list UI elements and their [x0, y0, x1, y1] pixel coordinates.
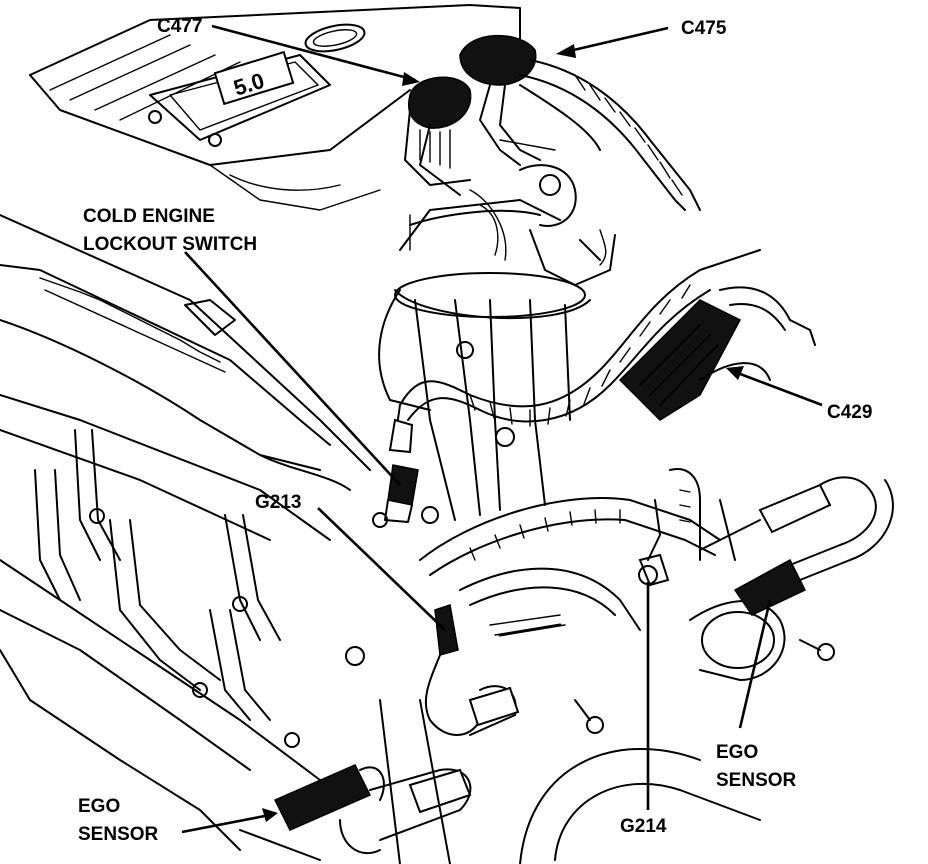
leader-c475 — [564, 26, 669, 54]
cold-engine-lockout-switch — [372, 464, 439, 528]
pipe-bolt — [586, 716, 604, 734]
manifold-bolt — [232, 596, 248, 612]
intake-plenum: 5.0 — [29, 4, 521, 211]
arrowhead-c477 — [402, 72, 420, 86]
manifold-bolt — [89, 508, 105, 524]
connector-c429 — [618, 299, 742, 421]
plenum-bolt — [208, 133, 222, 147]
leader-g213 — [317, 507, 446, 631]
left-ego-sensor-assembly — [239, 685, 604, 864]
label-c475: C475 — [681, 18, 727, 39]
arrowhead-ego-left — [262, 808, 278, 822]
leader-c477 — [211, 24, 416, 82]
left-ego-sensor — [273, 764, 372, 831]
plenum-bolt — [148, 110, 162, 124]
manifold-bolt — [345, 646, 365, 666]
label-g213: G213 — [255, 492, 301, 513]
plenum-badge-plate — [213, 50, 295, 106]
callout-labels: C477 C475 COLD ENGINE LOCKOUT SWITCH C42… — [78, 16, 872, 845]
distributor-bolt — [456, 341, 474, 359]
arrowhead-c475 — [556, 44, 576, 58]
label-g214: G214 — [620, 816, 667, 837]
leader-ego-right — [738, 599, 772, 729]
label-cold-engine-line1: COLD ENGINE — [83, 206, 215, 227]
right-harness — [388, 249, 816, 454]
label-c477: C477 — [157, 16, 202, 37]
left-exhaust-manifold — [0, 429, 365, 851]
left-valve-cover — [0, 214, 371, 541]
leader-ego-left — [181, 813, 271, 834]
ego-bolt — [817, 643, 835, 661]
label-ego-left-line1: EGO — [78, 796, 120, 817]
ford-oval-logo — [304, 23, 366, 53]
label-ego-right-line2: SENSOR — [716, 770, 797, 791]
egr-valve — [519, 164, 616, 286]
label-ego-left-line2: SENSOR — [78, 824, 159, 845]
leader-cold-engine-switch — [184, 251, 401, 486]
leader-lines — [181, 24, 823, 834]
ground-g214 — [638, 553, 670, 587]
manifold-bolt — [284, 732, 300, 748]
right-ego-sensor-assembly — [519, 476, 894, 864]
label-c429: C429 — [827, 402, 872, 423]
connector-c475 — [459, 34, 537, 86]
lower-harness — [419, 468, 721, 736]
connector-c477 — [408, 76, 472, 129]
arrowhead-c429 — [726, 366, 744, 380]
label-cold-engine-line2: LOCKOUT SWITCH — [83, 234, 257, 255]
distributor-assembly — [378, 189, 591, 521]
upper-harness — [404, 34, 701, 211]
ground-g213 — [434, 604, 459, 656]
label-ego-right-line1: EGO — [716, 742, 758, 763]
leader-c429 — [734, 370, 823, 407]
manifold-bolt — [192, 682, 208, 698]
right-ego-sensor — [733, 558, 807, 616]
distributor-bolt — [495, 427, 515, 447]
